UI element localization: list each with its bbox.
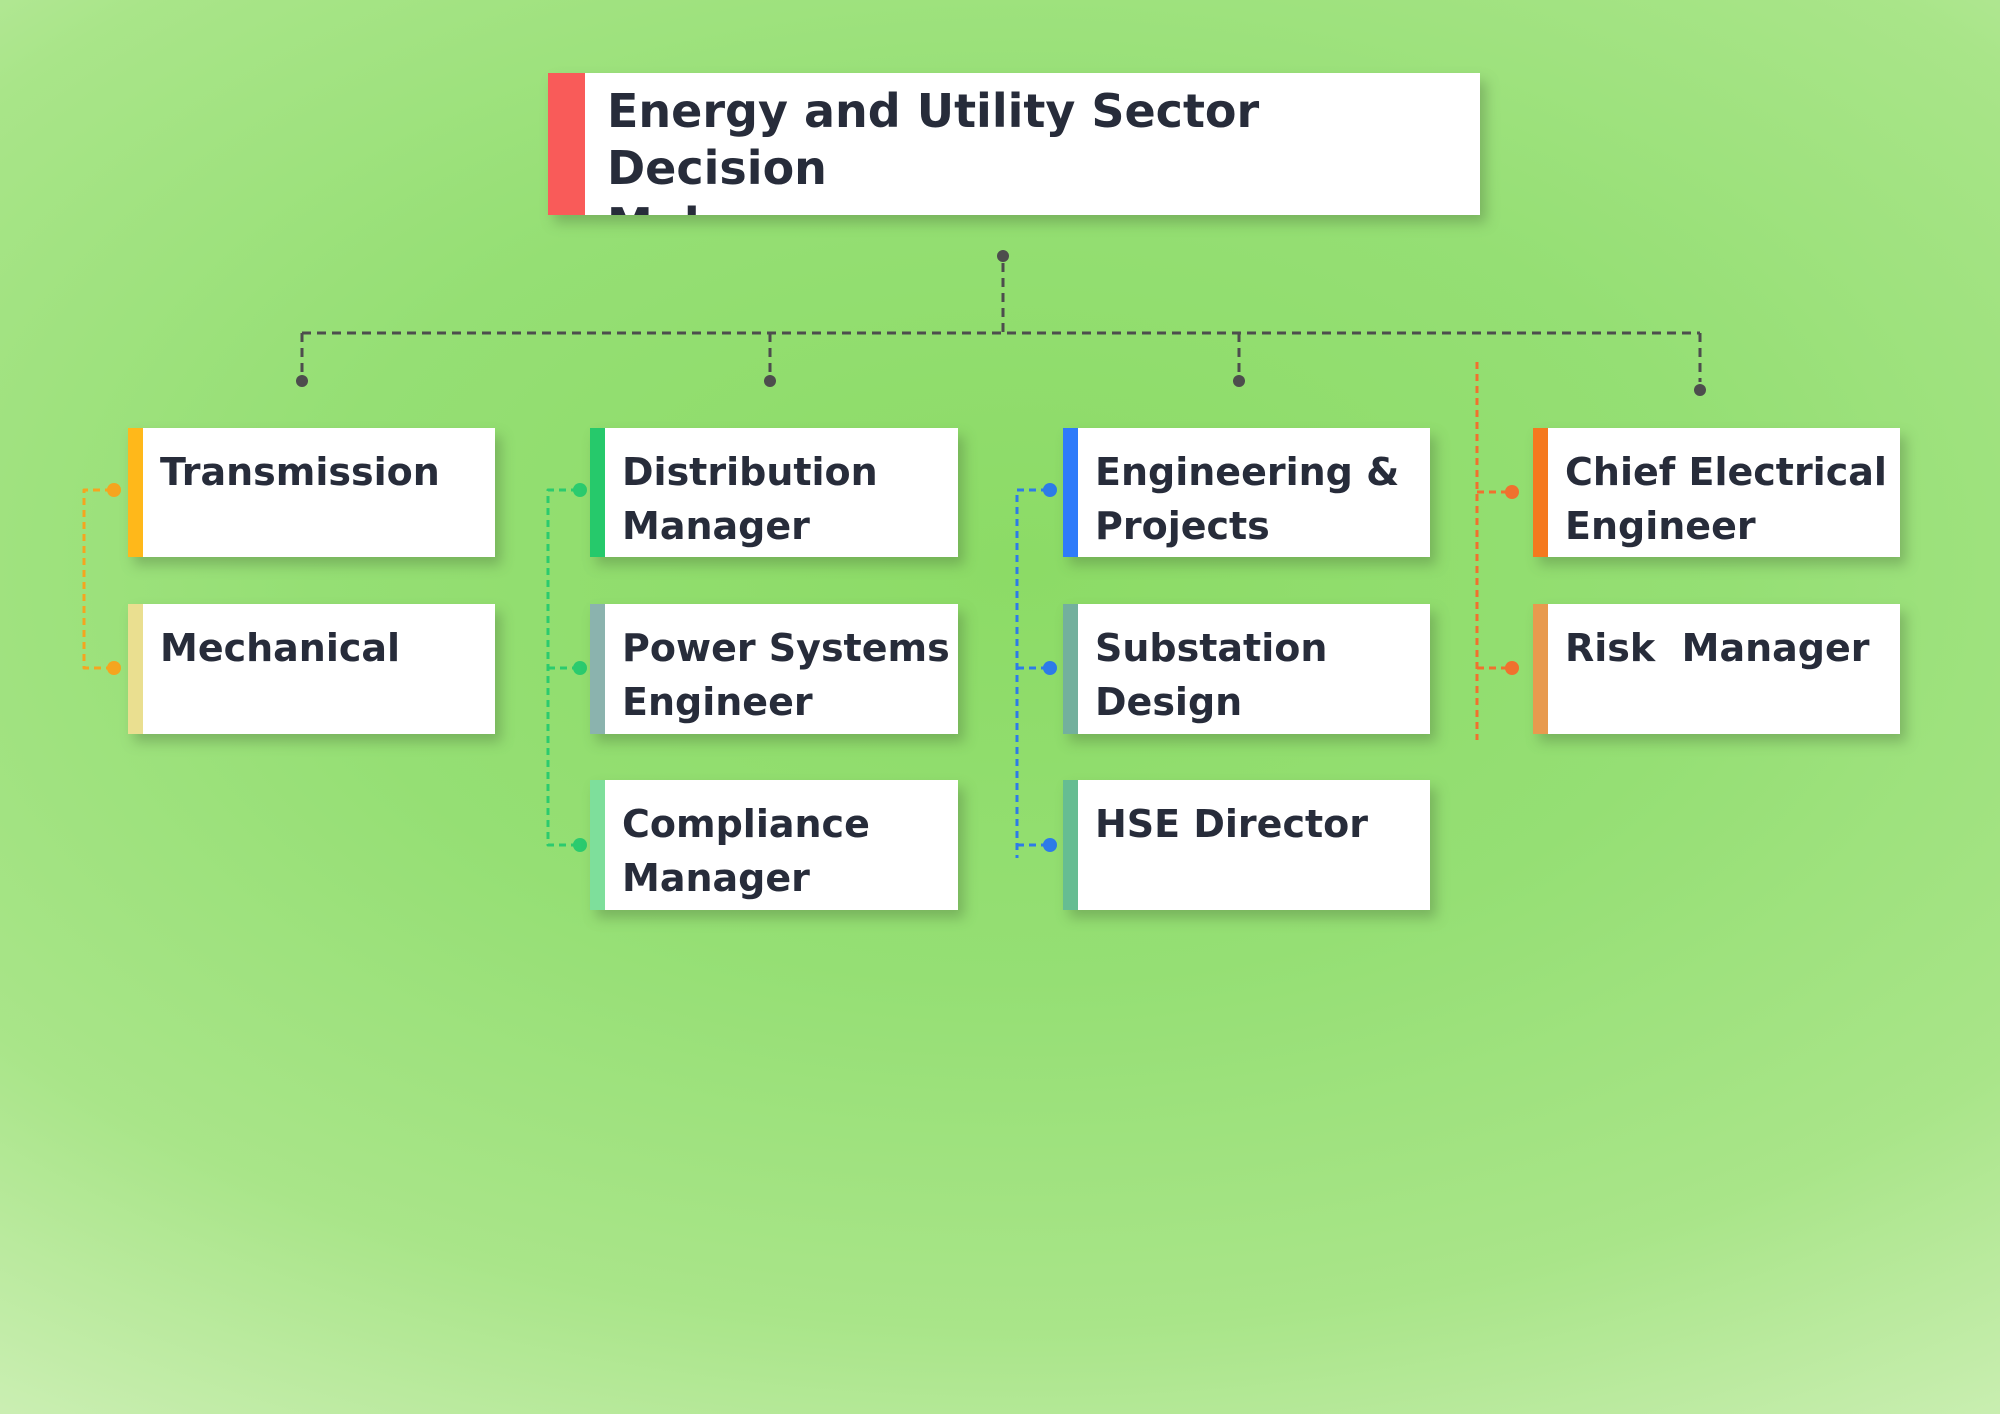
connector-col1-dots [107, 483, 121, 675]
node-label: Substation Design Engineer [1095, 626, 1328, 734]
connector-col2-dots [573, 483, 587, 852]
connector-col3 [1015, 488, 1048, 858]
connector-col4-dot [1505, 485, 1519, 499]
accent-bar [590, 780, 605, 910]
node-distribution-manager: Distribution Manager [590, 428, 958, 557]
accent-bar [1533, 428, 1548, 557]
accent-bar [1063, 780, 1078, 910]
tree-dot-col2 [764, 375, 776, 387]
connector-col1-dot [107, 661, 121, 675]
node-mechanical: Mechanical [128, 604, 495, 734]
node-label: Transmission [160, 450, 440, 494]
page-title: Energy and Utility Sector Decision Maker… [607, 84, 1260, 215]
tree-dot-top [997, 250, 1009, 262]
connector-col1-dot [107, 483, 121, 497]
accent-bar [590, 428, 605, 557]
node-hse-director: HSE Director [1063, 780, 1430, 910]
tree-dot-col3 [1233, 375, 1245, 387]
connector-col4 [1475, 362, 1508, 740]
title-body: Energy and Utility Sector Decision Maker… [585, 73, 1480, 215]
title-accent-bar [548, 73, 585, 215]
connector-col2-path [546, 488, 578, 847]
tree-dot-col1 [296, 375, 308, 387]
connector-col4-dots [1505, 485, 1519, 675]
tree-connector-dots [296, 250, 1706, 396]
accent-bar [1063, 604, 1078, 734]
connector-col3-dot [1043, 838, 1057, 852]
node-title: Energy and Utility Sector Decision Maker… [548, 73, 1480, 215]
connector-col3-dot [1043, 483, 1057, 497]
node-label: Power Systems Engineer [622, 626, 950, 724]
node-chief-electrical-engineer: Chief Electrical Engineer [1533, 428, 1900, 557]
node-label: Distribution Manager [622, 450, 878, 548]
node-risk-manager: Risk Manager [1533, 604, 1900, 734]
accent-bar [1533, 604, 1548, 734]
node-label: Compliance Manager [622, 802, 870, 900]
node-label: Engineering & Projects [1095, 450, 1400, 548]
connector-col2-dot [573, 483, 587, 497]
node-label: Chief Electrical Engineer [1565, 450, 1887, 548]
accent-bar [128, 428, 143, 557]
node-engineering-projects: Engineering & Projects [1063, 428, 1430, 557]
connector-col1-path [82, 488, 112, 670]
accent-bar [1063, 428, 1078, 557]
accent-bar [128, 604, 143, 734]
node-substation-design-engineer: Substation Design Engineer [1063, 604, 1430, 734]
connector-col3-dots [1043, 483, 1057, 852]
connector-col3-dot [1043, 661, 1057, 675]
node-label: HSE Director [1095, 802, 1368, 846]
node-compliance-manager: Compliance Manager [590, 780, 958, 910]
node-label: Mechanical [160, 626, 401, 670]
connector-col2 [546, 488, 578, 847]
connector-col2-dot [573, 838, 587, 852]
tree-connector [300, 263, 1702, 382]
connector-col4-dot [1505, 661, 1519, 675]
connector-col3-path [1015, 488, 1048, 858]
accent-bar [590, 604, 605, 734]
node-transmission: Transmission [128, 428, 495, 557]
tree-dot-col4 [1694, 384, 1706, 396]
node-power-systems-engineer: Power Systems Engineer [590, 604, 958, 734]
node-label: Risk Manager [1565, 626, 1870, 670]
connector-col4-path [1475, 362, 1508, 740]
connector-col2-dot [573, 661, 587, 675]
connector-col1 [82, 488, 112, 670]
